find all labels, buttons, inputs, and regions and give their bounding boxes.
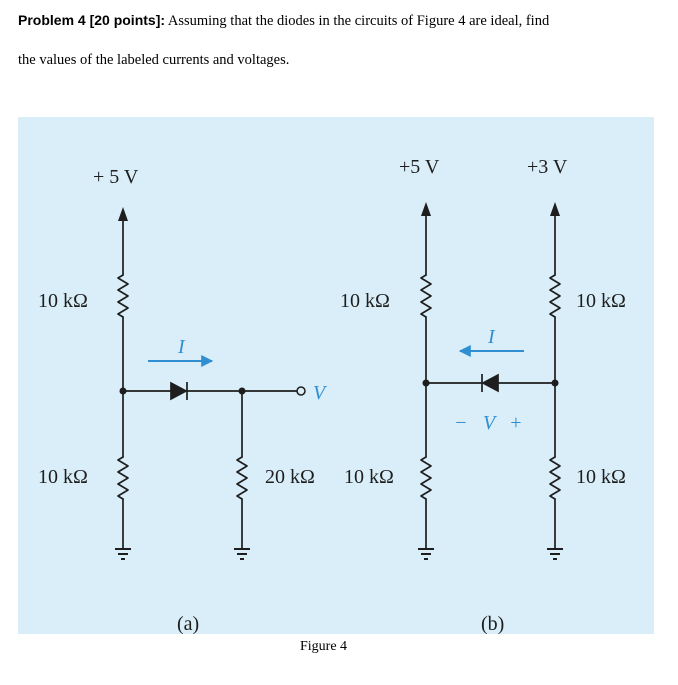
- supply-arrow-a: [118, 207, 128, 221]
- node-b-left: [422, 379, 430, 387]
- label-b-current: I: [487, 326, 496, 348]
- problem-heading: Problem 4 [20 points]:: [18, 12, 166, 28]
- resistor-b-left-bottom: [420, 456, 432, 500]
- label-b-supply-left: +5 V: [399, 156, 440, 178]
- resistor-a-top: [117, 274, 129, 318]
- label-a-supply: + 5 V: [93, 166, 139, 188]
- resistor-b-right-top: [549, 274, 561, 318]
- label-b-supply-right: +3 V: [527, 156, 568, 178]
- label-circuit-a: (a): [177, 613, 199, 634]
- label-b-v-plus: +: [509, 412, 523, 434]
- output-terminal-a: [296, 386, 306, 396]
- ground-a-1: [115, 548, 131, 560]
- problem-statement-line-1: Problem 4 [20 points]: Assuming that the…: [18, 12, 549, 30]
- ground-b-2: [547, 548, 563, 560]
- figure-4-diagram: + 5 V 10 kΩ 10 kΩ 20 kΩ I V (a) +5 V +3 …: [38, 156, 626, 634]
- label-a-r-out: 20 kΩ: [265, 466, 315, 488]
- label-a-current: I: [177, 336, 186, 358]
- resistor-b-right-bottom: [549, 456, 561, 500]
- figure-caption: Figure 4: [300, 639, 348, 654]
- ground-b-1: [418, 548, 434, 560]
- diode-a: [170, 381, 188, 401]
- label-a-output: V: [313, 382, 328, 404]
- ground-a-2: [234, 548, 250, 560]
- problem-statement-line-2: the values of the labeled currents and v…: [18, 52, 290, 68]
- supply-arrow-b-right: [550, 202, 560, 216]
- label-circuit-b: (b): [481, 613, 504, 634]
- label-a-r-bottom: 10 kΩ: [38, 466, 88, 488]
- node-a-right: [238, 387, 246, 395]
- label-b-r-left-bottom: 10 kΩ: [344, 466, 394, 488]
- supply-arrow-b-left: [421, 202, 431, 216]
- label-b-r-right-top: 10 kΩ: [576, 290, 626, 312]
- figure-4-panel: + 5 V 10 kΩ 10 kΩ 20 kΩ I V (a) +5 V +3 …: [18, 117, 654, 634]
- label-b-v: V: [483, 412, 498, 434]
- resistor-b-left-top: [420, 274, 432, 318]
- label-b-v-minus: −: [454, 412, 468, 434]
- resistor-a-out: [236, 456, 248, 500]
- node-a-left: [119, 387, 127, 395]
- resistor-a-bottom: [117, 456, 129, 500]
- node-b-right: [551, 379, 559, 387]
- diode-b: [481, 373, 499, 393]
- label-a-r-top: 10 kΩ: [38, 290, 88, 312]
- label-b-r-left-top: 10 kΩ: [340, 290, 390, 312]
- label-b-r-right-bottom: 10 kΩ: [576, 466, 626, 488]
- problem-text: Assuming that the diodes in the circuits…: [165, 13, 550, 29]
